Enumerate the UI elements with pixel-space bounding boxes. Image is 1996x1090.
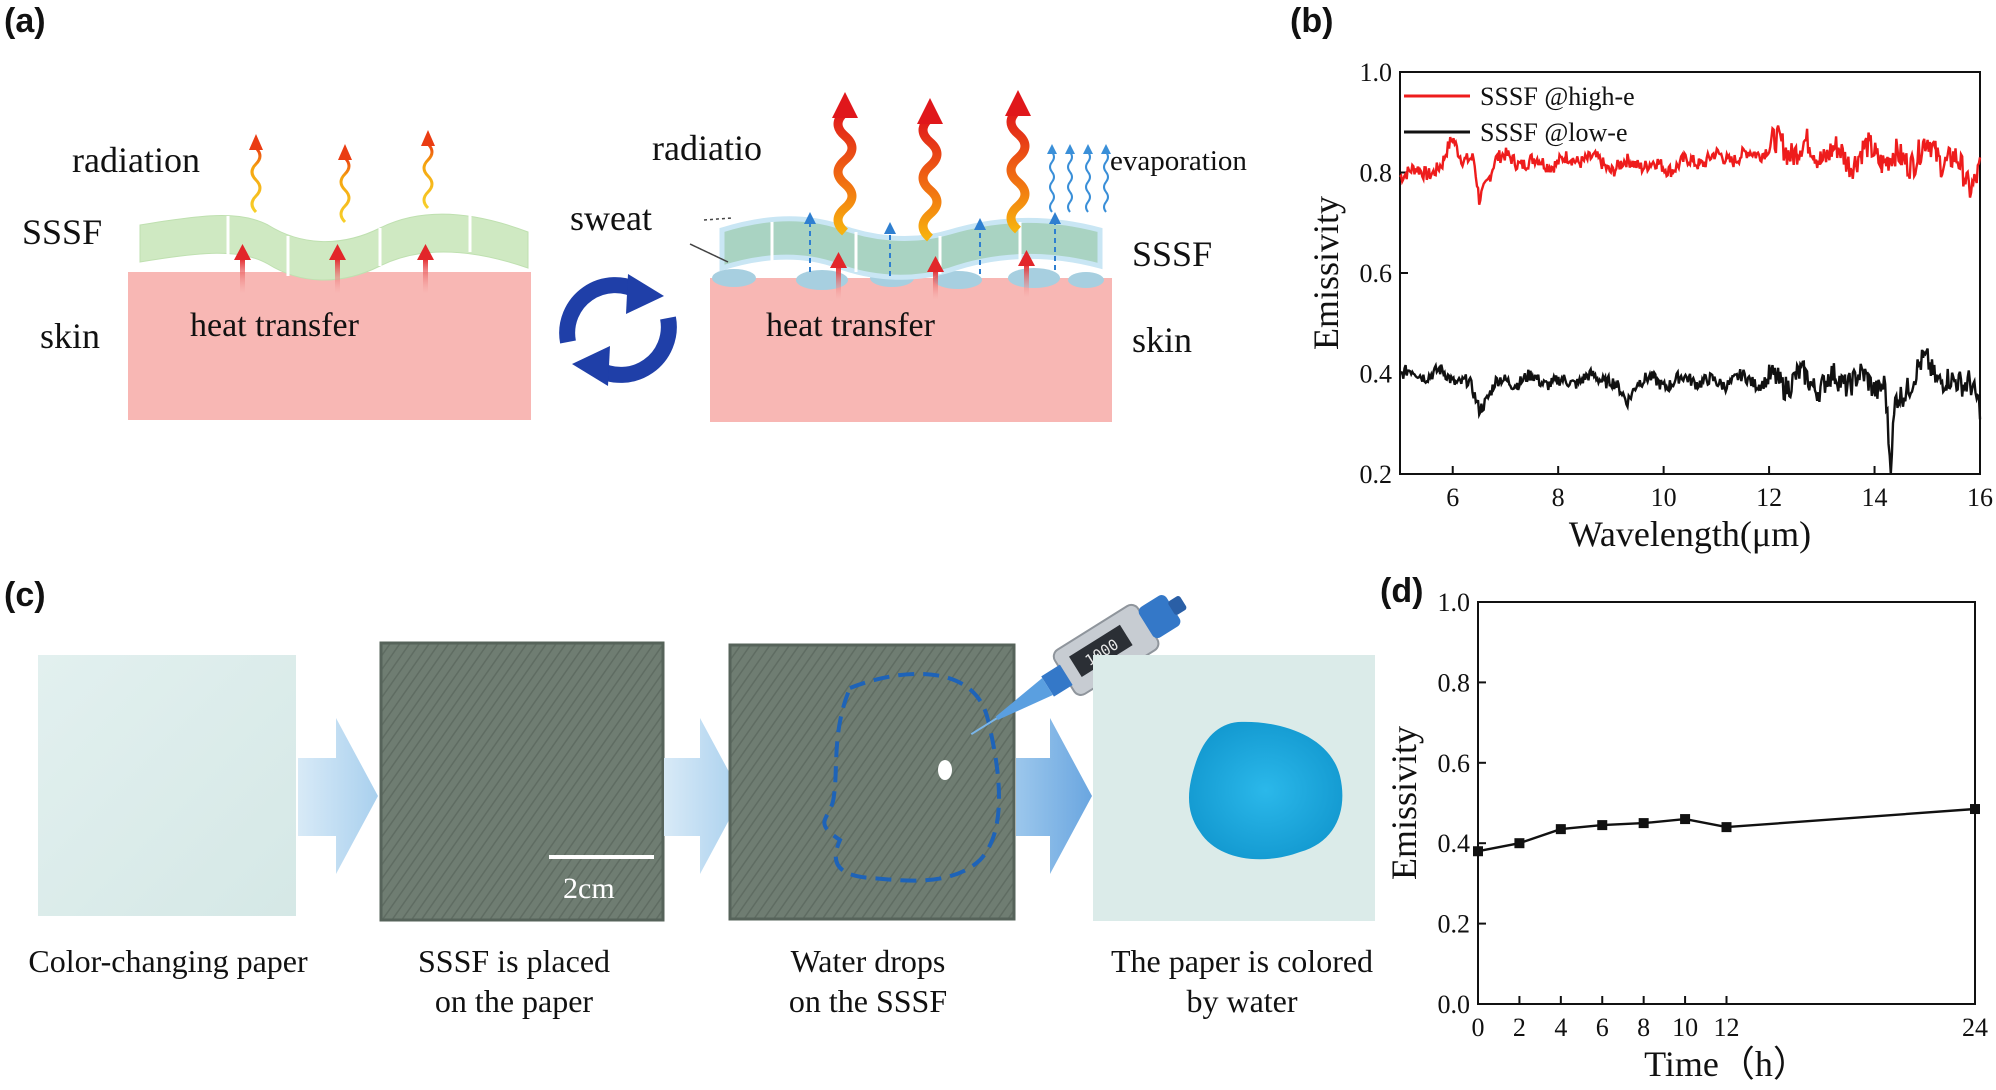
y-tick-label: 0.6	[1360, 259, 1393, 288]
series-line-low-e	[1399, 348, 1982, 474]
x-tick-label: 16	[1967, 483, 1993, 512]
y-tick-label: 0.4	[1438, 829, 1471, 858]
step-arrow-1	[298, 718, 378, 874]
x-tick-label: 10	[1651, 483, 1677, 512]
x-tick-label: 12	[1714, 1013, 1740, 1042]
x-tick-label: 14	[1862, 483, 1888, 512]
radiation-waves-left	[249, 130, 435, 224]
panel-label-b: (b)	[1290, 2, 1333, 40]
photo-color-changing-paper	[38, 655, 296, 916]
x-tick-label: 8	[1637, 1013, 1650, 1042]
data-point	[1514, 838, 1525, 849]
data-point	[1597, 820, 1608, 831]
water-spread-outline	[822, 671, 1001, 883]
sweat-pointer-lines	[689, 217, 733, 263]
evaporation-waves	[1049, 151, 1109, 213]
heat-arrows-right	[830, 250, 1035, 300]
x-tick-label: 0	[1472, 1013, 1485, 1042]
wicking-arrows	[809, 222, 1056, 276]
wicking-arrowheads	[804, 212, 1061, 234]
legend-label: SSSF @high-e	[1480, 82, 1635, 111]
y-tick-label: 0.2	[1438, 910, 1471, 939]
plot-frame	[1477, 601, 1976, 1005]
heat-arrows-left	[234, 244, 434, 294]
panel-label-a: (a)	[4, 2, 46, 40]
series-line-emissivity	[1477, 807, 1976, 853]
panel-label-c: (c)	[4, 576, 46, 614]
x-tick-label: 24	[1962, 1013, 1988, 1042]
data-point	[1680, 814, 1691, 825]
data-point	[1638, 818, 1649, 829]
water-stain	[1189, 721, 1343, 860]
label-radiation-right: radiatio	[652, 128, 762, 168]
y-tick-label: 0.4	[1360, 360, 1393, 389]
step-arrow-2	[664, 718, 742, 874]
x-tick-label: 8	[1552, 483, 1565, 512]
x-tick-label: 6	[1446, 483, 1459, 512]
step-arrow-3	[1016, 718, 1092, 874]
label-sssf-right: SSSF	[1132, 234, 1212, 274]
x-tick-label: 2	[1513, 1013, 1526, 1042]
y-tick-label: 0.2	[1360, 460, 1393, 489]
label-sssf-left: SSSF	[22, 212, 102, 252]
y-tick-label: 1.0	[1360, 58, 1393, 87]
evaporation-arrowheads	[1047, 144, 1111, 154]
data-point	[1970, 804, 1980, 815]
film-segments-left	[226, 214, 472, 276]
y-tick-label: 0.6	[1438, 749, 1471, 778]
legend-label: SSSF @low-e	[1480, 118, 1627, 147]
x-tick-label: 12	[1756, 483, 1782, 512]
panel-label-d: (d)	[1380, 572, 1423, 610]
photo-sssf-on-paper	[381, 643, 663, 920]
data-point	[1721, 822, 1732, 833]
y-axis-title: Emissivity	[1306, 196, 1346, 350]
label-heat-right: heat transfer	[766, 307, 936, 344]
data-point	[1473, 846, 1483, 857]
y-tick-label: 0.8	[1360, 159, 1393, 188]
x-tick-label: 10	[1672, 1013, 1698, 1042]
scale-bar-label: 2cm	[563, 872, 615, 905]
series-line-high-e	[1399, 125, 1982, 205]
label-evaporation: evaporation	[1110, 145, 1247, 177]
label-sweat: sweat	[570, 198, 652, 238]
label-skin-left: skin	[40, 316, 100, 356]
y-tick-label: 0.0	[1438, 990, 1471, 1019]
caption-step-1: Color-changing paper	[28, 943, 308, 979]
sssf-film-left	[139, 213, 529, 281]
label-heat-left: heat transfer	[190, 307, 360, 344]
radiation-waves-right	[832, 90, 1031, 242]
skin-block-right	[710, 278, 1112, 422]
water-droplet-icon	[938, 760, 952, 780]
cycle-arrows-icon	[559, 274, 677, 386]
y-axis-title: Emissivity	[1384, 726, 1424, 880]
x-axis-title: Wavelength(μm)	[1569, 514, 1811, 554]
sssf-film-right	[719, 216, 1103, 280]
pipette-icon: 1000	[970, 595, 1187, 736]
y-tick-label: 0.8	[1438, 668, 1471, 697]
x-tick-label: 4	[1554, 1013, 1567, 1042]
label-skin-right: skin	[1132, 320, 1192, 360]
y-tick-label: 1.0	[1438, 588, 1471, 617]
x-tick-label: 6	[1596, 1013, 1609, 1042]
skin-block-left	[128, 272, 531, 420]
label-radiation-left: radiation	[72, 140, 200, 180]
photo-water-on-sssf	[730, 645, 1014, 919]
x-axis-title: Time（h）	[1644, 1044, 1809, 1084]
data-point	[1555, 824, 1566, 835]
